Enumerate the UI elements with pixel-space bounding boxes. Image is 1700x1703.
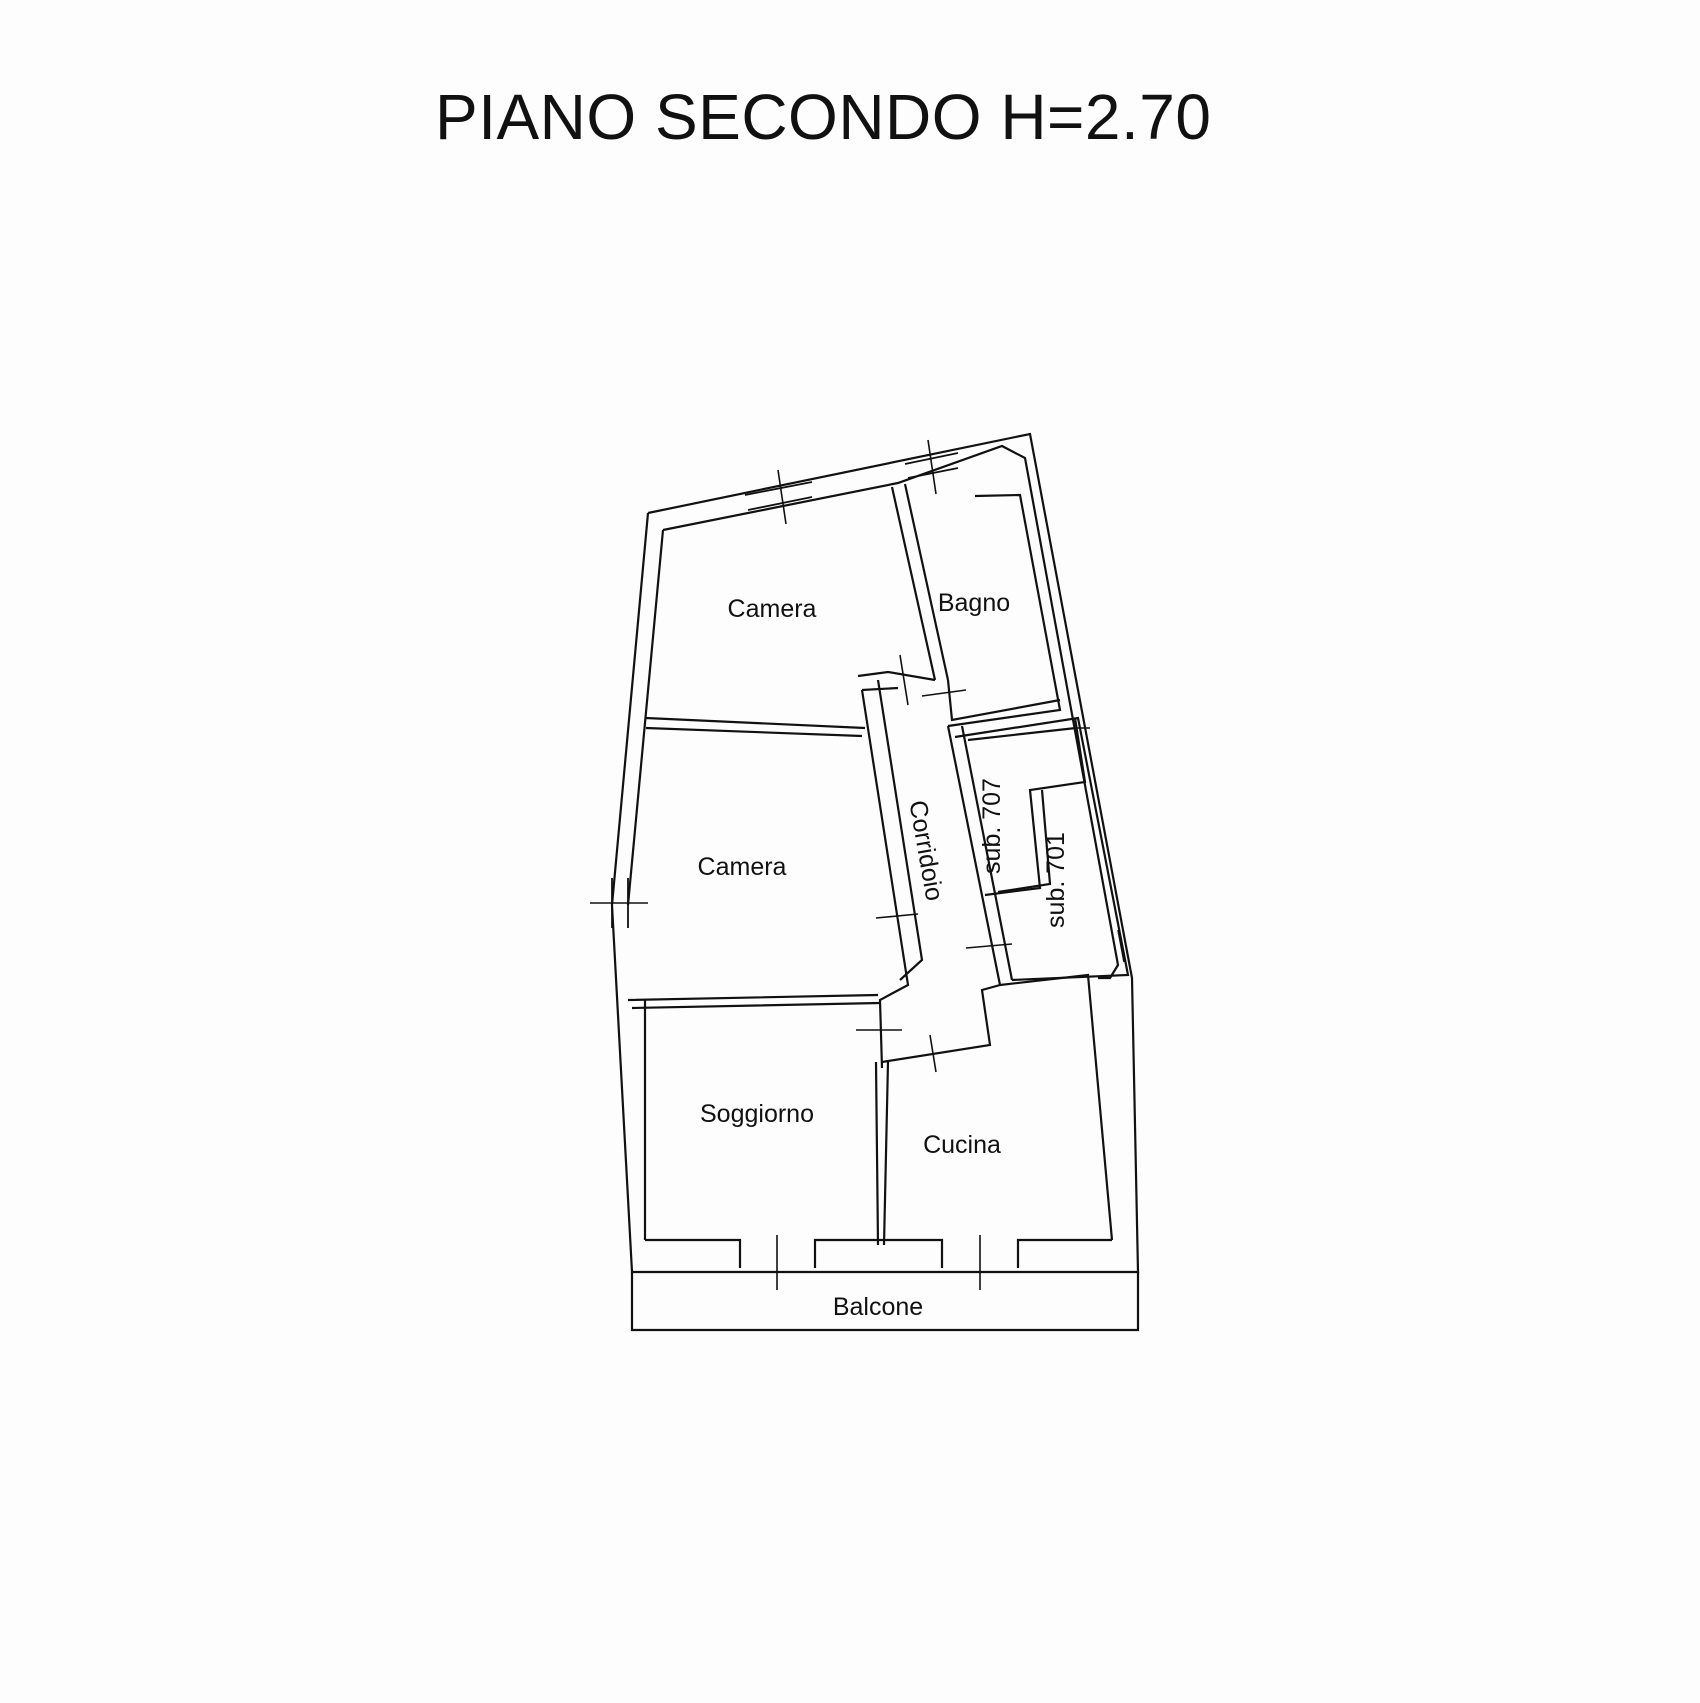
- left-window: [590, 878, 648, 928]
- room-label-bagno: Bagno: [938, 589, 1010, 617]
- room-label-camera-top: Camera: [728, 595, 817, 623]
- plan-title: PIANO SECONDO H=2.70: [435, 81, 1212, 153]
- room-label-soggiorno: Soggiorno: [700, 1100, 814, 1128]
- interior-walls: [627, 483, 1140, 1332]
- room-label-sub-707: sub. 707: [978, 778, 1006, 874]
- room-label-balcone: Balcone: [833, 1293, 923, 1321]
- room-label-camera-mid: Camera: [698, 853, 787, 881]
- room-label-sub-701: sub. 701: [1042, 832, 1070, 928]
- room-label-cucina: Cucina: [923, 1131, 1001, 1159]
- door-markers: [776, 654, 1125, 1290]
